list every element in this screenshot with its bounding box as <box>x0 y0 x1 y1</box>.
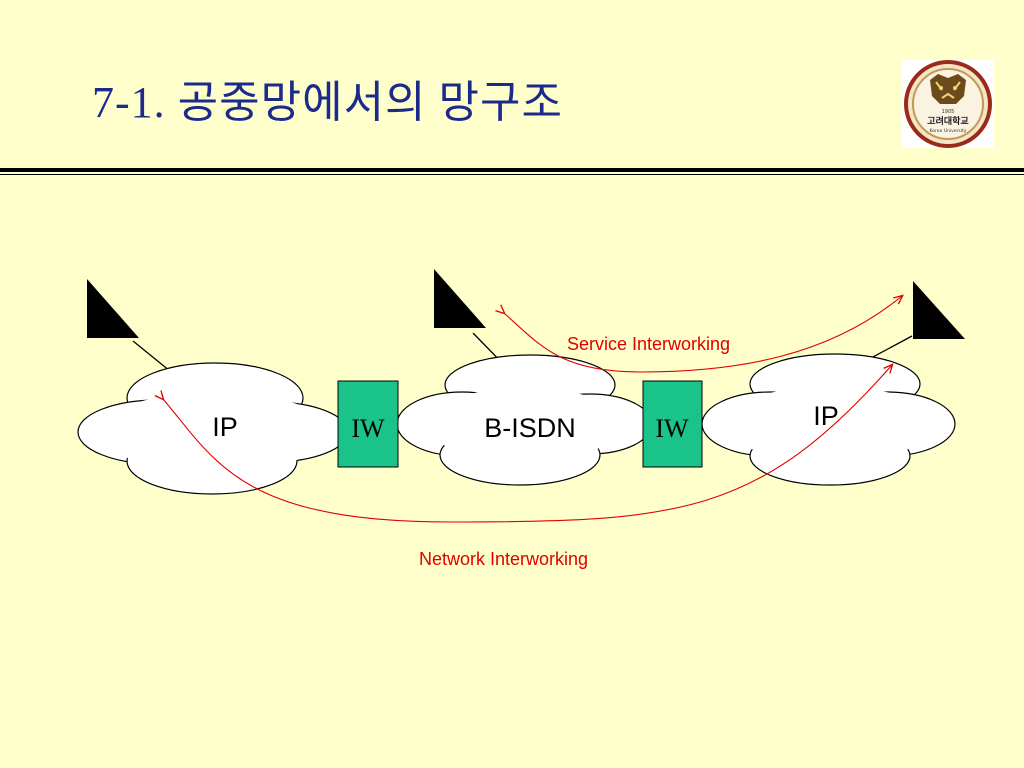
terminal-left-icon <box>87 279 139 338</box>
logo-korean-name: 고려대학교 <box>927 115 968 127</box>
logo-english-name: Korea University <box>930 128 967 134</box>
service-interworking-label: Service Interworking <box>567 334 730 354</box>
network-interworking-arrow <box>163 365 892 523</box>
terminal-right-icon <box>913 281 965 339</box>
iw-label-left: IW <box>351 414 385 443</box>
slide-title: 7-1. 공중망에서의 망구조 <box>92 78 563 127</box>
university-logo: 1905 고려대학교 Korea University <box>902 60 994 148</box>
logo-year: 1905 <box>942 109 955 115</box>
cloud-label-ip-right: IP <box>813 401 839 431</box>
cloud-label-bisdn: B-ISDN <box>484 413 576 443</box>
cloud-label-ip-left: IP <box>212 412 238 442</box>
title-divider-thin <box>0 174 1024 175</box>
title-divider-thick <box>0 168 1024 172</box>
network-interworking-label: Network Interworking <box>419 549 588 569</box>
iw-label-right: IW <box>655 414 689 443</box>
tiger-emblem-icon: 1905 고려대학교 Korea University <box>902 60 994 148</box>
terminal-middle-icon <box>434 269 486 328</box>
